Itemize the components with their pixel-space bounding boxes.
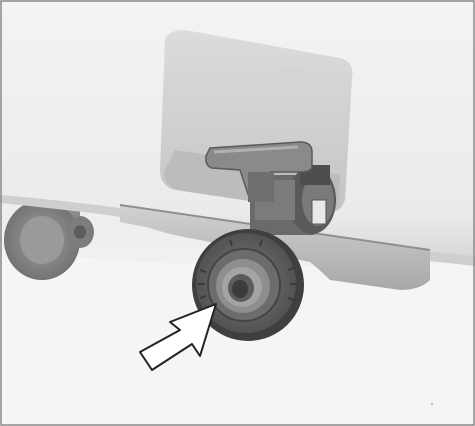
- floor-speck: [431, 403, 433, 405]
- recess-emboss: [280, 68, 306, 85]
- caster-wheel: [4, 200, 94, 280]
- pointer-arrow-icon: [139, 303, 217, 371]
- union-outlet: [192, 229, 304, 341]
- valve-handle: [205, 141, 313, 202]
